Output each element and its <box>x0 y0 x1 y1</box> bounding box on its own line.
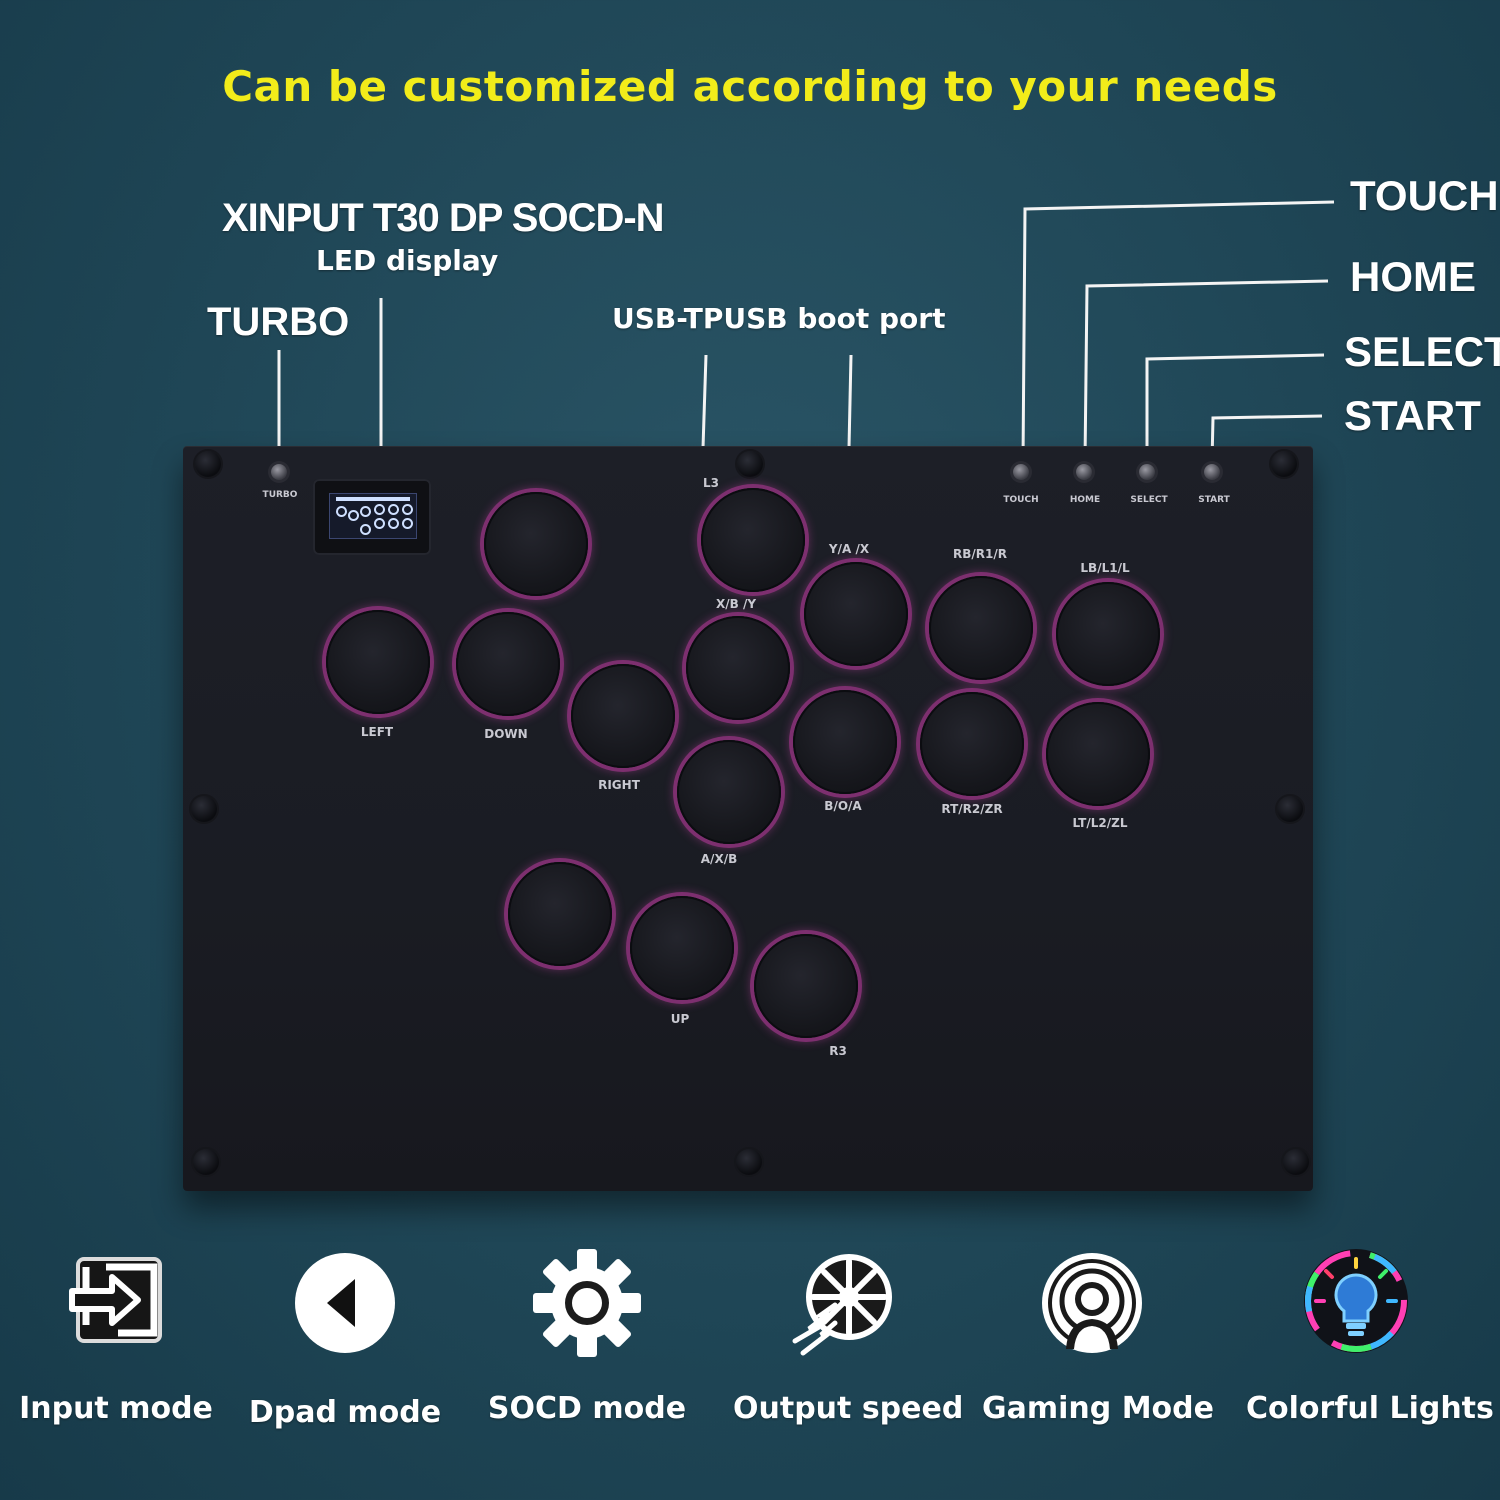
feature-dpad-mode: Dpad mode <box>235 1245 455 1430</box>
button-down[interactable] <box>456 612 560 716</box>
screw <box>1271 451 1297 477</box>
screw <box>1277 796 1303 822</box>
feature-socd-mode: SOCD mode <box>477 1245 697 1426</box>
select-button[interactable] <box>1139 464 1155 480</box>
button-lt[interactable] <box>1046 702 1150 806</box>
button-extra-bottom[interactable] <box>508 862 612 966</box>
screw <box>195 451 221 477</box>
callout-start: START <box>1344 392 1481 439</box>
leader-usb-left <box>701 354 708 449</box>
button-a-x-b[interactable] <box>677 740 781 844</box>
turbo-label: TURBO <box>262 490 298 500</box>
feature-colorful-lights-label: Colorful Lights <box>1246 1391 1494 1426</box>
button-right[interactable] <box>571 664 675 768</box>
label-down: DOWN <box>484 727 528 741</box>
callout-usb-port: USB-TPUSB boot port <box>612 302 946 335</box>
button-x-b-y[interactable] <box>686 616 790 720</box>
label-left: LEFT <box>360 725 394 739</box>
label-l3: L3 <box>703 476 719 490</box>
screw <box>1283 1149 1309 1175</box>
label-y-a-x: Y/A /X <box>828 542 870 556</box>
speed-wheel-icon <box>792 1254 892 1356</box>
label-lt: LT/L2/ZL <box>1072 816 1128 830</box>
touch-button[interactable] <box>1013 464 1029 480</box>
dpad-arrow-icon <box>295 1253 395 1353</box>
controller-board: TURBO TOUCH HOME SELECT START L3 LEFT DO… <box>183 446 1313 1191</box>
led-display-screen <box>329 493 417 539</box>
lightbulb-icon <box>1304 1249 1408 1353</box>
input-arrow-icon <box>69 1257 162 1343</box>
button-rb[interactable] <box>929 576 1033 680</box>
start-button[interactable] <box>1204 464 1220 480</box>
button-r3[interactable] <box>754 934 858 1038</box>
button-b-o-a[interactable] <box>793 690 897 794</box>
feature-gaming-mode-label: Gaming Mode <box>982 1391 1214 1426</box>
led-display <box>313 479 431 555</box>
feature-output-speed-label: Output speed <box>733 1391 964 1426</box>
screw <box>191 796 217 822</box>
feature-socd-mode-label: SOCD mode <box>487 1391 687 1426</box>
label-r3: R3 <box>829 1044 847 1058</box>
feature-gaming-mode: Gaming Mode <box>982 1245 1214 1426</box>
label-rt: RT/R2/ZR <box>941 802 1003 816</box>
headline: Can be customized according to your need… <box>222 62 1278 111</box>
button-up[interactable] <box>630 896 734 1000</box>
gamer-icon <box>1042 1253 1142 1353</box>
callout-xinput: XINPUT T30 DP SOCD-N <box>222 196 665 240</box>
label-up: UP <box>670 1012 690 1026</box>
feature-dpad-mode-label: Dpad mode <box>248 1395 442 1430</box>
feature-input-mode-label: Input mode <box>19 1391 213 1426</box>
button-l3[interactable] <box>701 488 805 592</box>
select-label: SELECT <box>1130 495 1168 505</box>
start-label: START <box>1198 495 1230 505</box>
button-extra-top[interactable] <box>484 492 588 596</box>
callout-turbo: TURBO <box>207 300 350 344</box>
screw <box>193 1149 219 1175</box>
leader-touch <box>1021 200 1335 463</box>
label-a-x-b: A/X/B <box>700 852 738 866</box>
label-rb: RB/R1/R <box>953 547 1007 561</box>
touch-label: TOUCH <box>1003 495 1039 505</box>
label-lb: LB/L1/L <box>1080 561 1130 575</box>
label-right: RIGHT <box>598 778 640 792</box>
feature-output-speed: Output speed <box>733 1245 964 1426</box>
callout-touch: TOUCH <box>1350 172 1499 219</box>
feature-input-mode: Input mode <box>6 1245 226 1426</box>
screw <box>737 451 763 477</box>
leader-home <box>1083 279 1329 463</box>
callout-home: HOME <box>1350 253 1476 300</box>
button-rt[interactable] <box>920 692 1024 796</box>
button-y-a-x[interactable] <box>804 562 908 666</box>
button-lb[interactable] <box>1056 582 1160 686</box>
leader-usb-right <box>847 354 853 449</box>
label-b-o-a: B/O/A <box>824 799 862 813</box>
feature-colorful-lights: Colorful Lights <box>1246 1245 1494 1426</box>
callout-select: SELECT <box>1344 328 1500 375</box>
gear-icon <box>533 1249 641 1357</box>
callout-led-display: LED display <box>316 244 499 277</box>
home-button[interactable] <box>1076 464 1092 480</box>
button-left[interactable] <box>326 610 430 714</box>
screw <box>736 1149 762 1175</box>
turbo-button[interactable] <box>271 464 287 480</box>
home-label: HOME <box>1069 495 1101 505</box>
label-x-b-y: X/B /Y <box>715 597 757 611</box>
